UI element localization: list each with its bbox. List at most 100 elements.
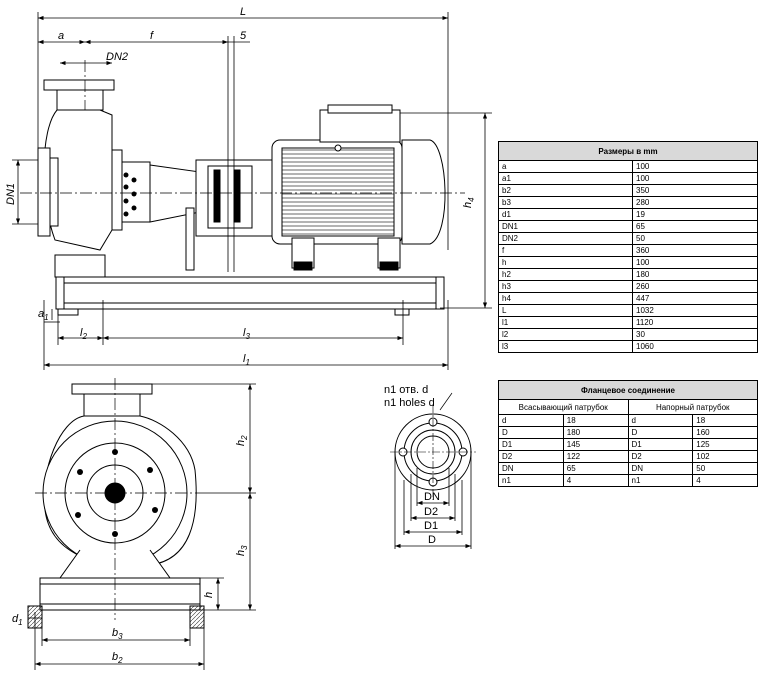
param-value: 18	[692, 414, 758, 427]
param-value: 19	[632, 208, 758, 221]
param-name: h3	[498, 280, 633, 293]
param-name: d	[627, 414, 694, 427]
dim-h: h	[203, 592, 215, 598]
electric-motor	[271, 104, 446, 271]
param-name: l1	[498, 316, 633, 329]
bolt-pattern	[123, 172, 137, 217]
param-value: 30	[632, 328, 758, 341]
param-name: D2	[627, 450, 694, 463]
param-value: 447	[632, 292, 758, 305]
param-name: a	[498, 160, 633, 173]
param-name: DN1	[498, 220, 633, 233]
param-value: 100	[632, 256, 758, 269]
param-value: 50	[632, 232, 758, 245]
param-value: 360	[632, 244, 758, 257]
param-name: b3	[498, 196, 633, 209]
param-name: DN	[498, 462, 564, 475]
dim-h3: h3	[235, 545, 249, 556]
label-D2: D2	[424, 506, 438, 518]
front-view	[27, 378, 205, 629]
dim-l1: l1	[243, 353, 250, 367]
param-value: 100	[632, 172, 758, 185]
label-D: D	[428, 534, 436, 546]
param-name: D1	[627, 438, 694, 451]
param-value: 180	[562, 426, 629, 439]
flange-dimensions	[394, 452, 472, 549]
param-name: l2	[498, 328, 633, 341]
param-value: 100	[632, 160, 758, 173]
dim-a1: a1	[38, 308, 49, 322]
param-name: D	[498, 426, 564, 439]
param-value: 4	[562, 474, 629, 487]
flange-labels: n1 отв. d n1 holes d DN D2 D1 D	[384, 384, 440, 546]
dim-b3: b3	[112, 627, 123, 641]
side-dimension-labels: L a f 5 DN2 DN1 h4 a1 l2 l3 l1	[5, 6, 476, 367]
suction-header: Всасывающий патрубок	[498, 399, 629, 415]
param-name: D1	[498, 438, 564, 451]
param-value: 145	[562, 438, 629, 451]
param-value: 180	[632, 268, 758, 281]
dimensions-table-title: Размеры в mm	[498, 141, 758, 161]
param-name: d1	[498, 208, 633, 221]
param-value: 1120	[632, 316, 758, 329]
side-view	[20, 60, 465, 316]
flange-detail	[390, 392, 476, 500]
param-name: b2	[498, 184, 633, 197]
param-value: 102	[692, 450, 758, 463]
dim-L: L	[240, 6, 246, 18]
param-name: DN2	[498, 232, 633, 245]
param-name: f	[498, 244, 633, 257]
param-name: l3	[498, 340, 633, 353]
holes-label-en: n1 holes d	[384, 397, 435, 409]
param-name: D2	[498, 450, 564, 463]
param-value: 160	[692, 426, 758, 439]
dim-l2: l2	[80, 327, 87, 341]
label-D1: D1	[424, 520, 438, 532]
dim-d1: d1	[12, 613, 23, 627]
discharge-header: Напорный патрубок	[627, 399, 758, 415]
base-frame	[59, 276, 441, 310]
param-name: a1	[498, 172, 633, 185]
param-value: 1032	[632, 304, 758, 317]
dim-f: f	[150, 30, 154, 42]
dim-l3: l3	[243, 327, 250, 341]
param-name: L	[498, 304, 633, 317]
param-value: 4	[692, 474, 758, 487]
param-name: D	[627, 426, 694, 439]
param-value: 1060	[632, 340, 758, 353]
front-dimensions	[28, 383, 256, 670]
flange-table-title: Фланцевое соединение	[498, 380, 758, 400]
param-value: 65	[562, 462, 629, 475]
param-name: n1	[627, 474, 694, 487]
param-value: 65	[632, 220, 758, 233]
param-name: h2	[498, 268, 633, 281]
param-value: 280	[632, 196, 758, 209]
param-value: 18	[562, 414, 629, 427]
dim-DN1: DN1	[5, 183, 17, 205]
dim-a: a	[58, 30, 64, 42]
param-value: 122	[562, 450, 629, 463]
param-value: 50	[692, 462, 758, 475]
